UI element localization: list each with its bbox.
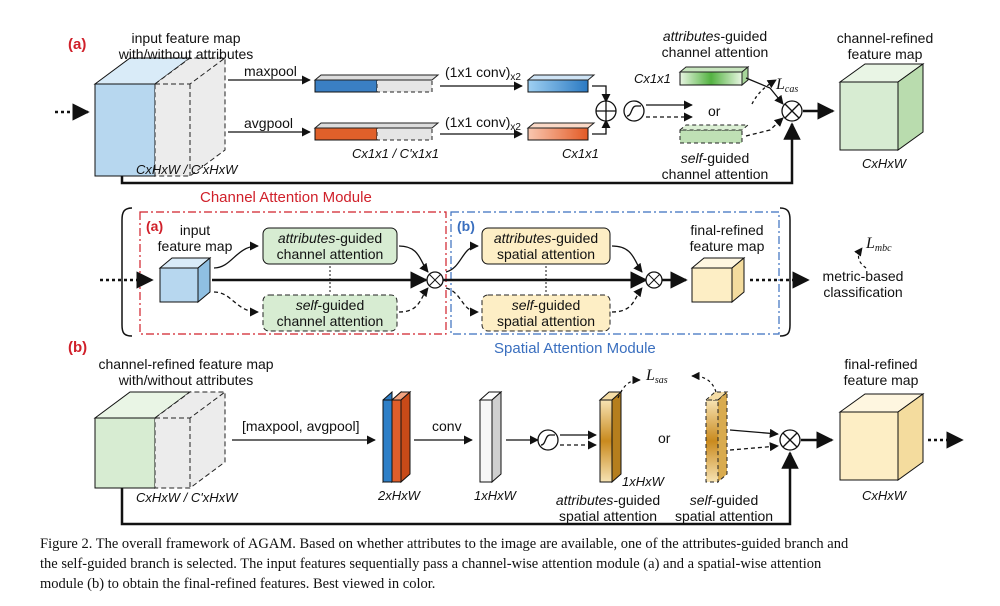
- attr-spatial-b-1: attributes-guided: [555, 492, 661, 508]
- middle-self-channel-2: channel attention: [276, 313, 384, 329]
- avgpool-label: avgpool: [244, 115, 294, 131]
- output-dims-b: CxHxW: [862, 488, 907, 503]
- panel-b-label: (b): [68, 339, 88, 356]
- panel-a-label: (a): [68, 36, 87, 53]
- skip-connection-b: [120, 451, 799, 526]
- self-channel-title-a-2: channel attention: [661, 166, 769, 182]
- self-spatial-b-1: self-guided: [689, 492, 759, 508]
- attributes-guided-spatial-map: [598, 390, 623, 484]
- middle-final-1: final-refined: [690, 222, 764, 238]
- conv-dims: Cx1x1: [562, 146, 599, 161]
- input-feature-cube-b: [93, 391, 226, 489]
- input-dims-b: CxHxW / C'xHxW: [136, 490, 238, 505]
- dims-2hw: 2xHxW: [378, 488, 420, 503]
- caption-line-1: Figure 2. The overall framework of AGAM.…: [40, 536, 849, 552]
- output-dims-a: CxHxW: [862, 156, 907, 171]
- or-label-a: or: [708, 103, 721, 119]
- middle-attr-channel-2: channel attention: [276, 246, 384, 262]
- input-feature-cube-a: [93, 57, 226, 177]
- multiply-operator-b: [779, 429, 801, 451]
- final-refined-cube-b: [838, 393, 925, 481]
- channel-refined-cube: [838, 63, 925, 151]
- middle-attr-channel-1: attributes-guided: [277, 230, 383, 246]
- sigmoid-operator-b: [537, 429, 559, 451]
- input-title-a-1: input feature map: [131, 30, 241, 46]
- sigmoid-operator-a: [623, 100, 645, 122]
- loss-mbc: Lmbc: [866, 235, 892, 255]
- framework-figure: [55, 57, 964, 526]
- middle-b-label: (b): [457, 218, 475, 234]
- caption-line-3: module (b) to obtain the final-refined f…: [40, 576, 436, 592]
- input-dims-a: CxHxW / C'xHxW: [136, 162, 238, 177]
- attr-channel-title-a: attributes-guided: [662, 28, 768, 44]
- attr-channel-title-a-2: channel attention: [661, 44, 769, 60]
- multiply-operator-a: [781, 100, 803, 122]
- pooled-2-channel-map: [382, 390, 412, 484]
- attributes-guided-channel-bar: [678, 65, 750, 87]
- or-label-b: or: [658, 430, 671, 446]
- attr-dims-a: Cx1x1: [634, 71, 671, 86]
- input-title-a-2: with/without attributes: [118, 46, 254, 62]
- middle-final-cube: [690, 256, 746, 304]
- caption-line-2: the self-guided branch is selected. The …: [40, 556, 822, 572]
- output-title-b-2: feature map: [843, 372, 919, 388]
- middle-self-spatial-1: self-guided: [511, 297, 581, 313]
- spatial-attention-module-title: Spatial Attention Module: [494, 340, 656, 357]
- middle-input-cube: [158, 256, 212, 304]
- sum-operator-a: [595, 100, 617, 122]
- avgpool-bar: [313, 122, 440, 141]
- channel-attention-module-title: Channel Attention Module: [200, 189, 372, 206]
- middle-a-label: (a): [146, 218, 164, 234]
- self-guided-spatial-map: [704, 390, 729, 484]
- pool-label-b: [maxpool, avgpool]: [242, 418, 360, 434]
- output-title-a-2: feature map: [847, 46, 923, 62]
- conv-label-b: conv: [432, 418, 462, 434]
- self-spatial-b-2: spatial attention: [674, 508, 774, 524]
- spatial-attention-module-frame: [450, 211, 780, 335]
- attr-spatial-b-2: spatial attention: [558, 508, 658, 524]
- dims-1hw: 1xHxW: [474, 488, 516, 503]
- skip-connection-a: [120, 122, 801, 185]
- metric-label-1: metric-based: [822, 268, 904, 284]
- metric-label-2: classification: [823, 284, 903, 300]
- middle-final-2: feature map: [689, 238, 765, 254]
- conv-bottom-label: (1x1 conv)x2: [445, 114, 521, 133]
- middle-self-channel-1: self-guided: [295, 297, 365, 313]
- self-guided-channel-bar: [678, 124, 750, 144]
- output-title-b-1: final-refined: [844, 356, 918, 372]
- maxpool-bar: [313, 74, 440, 93]
- attr-spatial-box: [481, 227, 611, 265]
- conv-1-channel-map: [478, 390, 503, 484]
- middle-input-2: feature map: [157, 238, 233, 254]
- self-channel-box: [262, 294, 398, 332]
- self-channel-title-a: self-guided: [680, 150, 750, 166]
- middle-attr-spatial-2: spatial attention: [496, 246, 596, 262]
- input-title-b-1: channel-refined feature map: [98, 356, 274, 372]
- conv-bar-top: [526, 74, 596, 93]
- attr-channel-box: [262, 227, 398, 265]
- dims-attr-1hw: 1xHxW: [622, 474, 664, 489]
- output-title-a-1: channel-refined: [836, 30, 934, 46]
- middle-self-spatial-2: spatial attention: [496, 313, 596, 329]
- loss-sas: Lsas: [646, 367, 668, 387]
- loss-cas: Lcas: [776, 76, 799, 96]
- pooled-dims: Cx1x1 / C'x1x1: [352, 146, 440, 161]
- multiply-operator-middle-1: [426, 271, 444, 289]
- figure-caption: Figure 2. The overall framework of AGAM.…: [40, 534, 960, 594]
- maxpool-label: maxpool: [244, 63, 297, 79]
- middle-input-1: input: [179, 222, 211, 238]
- conv-bar-bottom: [526, 122, 596, 141]
- conv-top-label: (1x1 conv)x2: [445, 64, 521, 83]
- multiply-operator-middle-2: [645, 271, 663, 289]
- self-spatial-box: [481, 294, 611, 332]
- input-title-b-2: with/without attributes: [118, 372, 254, 388]
- middle-attr-spatial-1: attributes-guided: [493, 230, 599, 246]
